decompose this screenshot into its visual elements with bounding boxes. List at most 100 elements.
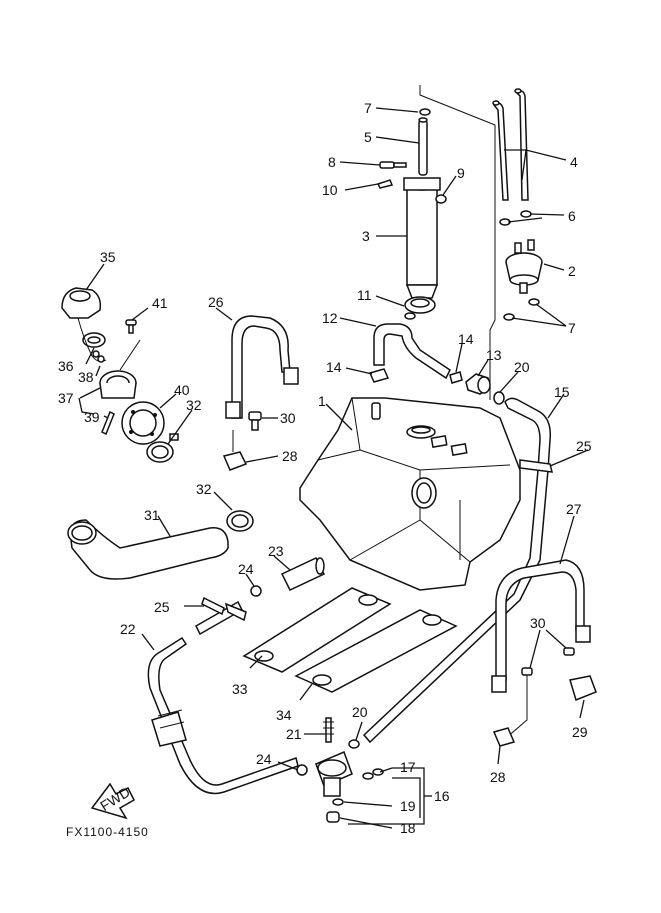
- part-36-gasket: [82, 332, 106, 348]
- callout-22: 22: [120, 621, 136, 637]
- callout-17: 17: [400, 759, 416, 775]
- part-20-clamp-upper: [493, 391, 505, 405]
- callout-39: 39: [84, 409, 100, 425]
- callout-37: 37: [58, 390, 74, 406]
- callout-21: 21: [286, 726, 302, 742]
- part-18-drain-plug: [326, 811, 340, 823]
- callout-7a: 7: [364, 100, 372, 116]
- callout-19: 19: [400, 798, 416, 814]
- part-23-fuel-filter: [280, 557, 326, 591]
- part-31-filler-hose: [67, 519, 229, 580]
- callout-35: 35: [100, 249, 116, 265]
- callout-28a: 28: [282, 448, 298, 464]
- part-5-pipe: [418, 117, 428, 176]
- callout-20a: 20: [514, 359, 530, 375]
- callout-labels: 7 5 8 10 9 3 11 12 14 13 14 20 4 6 2 7 1…: [58, 100, 592, 836]
- part-28-bracket-left: [222, 430, 248, 471]
- callout-9: 9: [457, 165, 465, 181]
- part-6-clips: [499, 210, 532, 226]
- callout-29: 29: [572, 724, 588, 740]
- part-25-band-upper: [519, 459, 553, 473]
- callout-13: 13: [486, 347, 502, 363]
- part-16-filter-assembly: [315, 750, 353, 797]
- part-10-clip: [376, 179, 394, 189]
- part-2-check-valve: [505, 239, 543, 294]
- part-19-o-ring: [332, 798, 344, 806]
- callout-36: 36: [58, 358, 74, 374]
- callout-30b: 30: [530, 615, 546, 631]
- callout-3: 3: [362, 228, 370, 244]
- callout-24b: 24: [256, 751, 272, 767]
- callout-16: 16: [434, 788, 450, 804]
- callout-8: 8: [328, 154, 336, 170]
- figure-code: FX1100-4150: [66, 825, 149, 839]
- callout-2: 2: [568, 263, 576, 279]
- callout-38: 38: [78, 369, 94, 385]
- part-38-tether: [77, 317, 107, 363]
- part-9-washer: [435, 194, 447, 204]
- part-27-strap: [491, 559, 591, 693]
- part-4-vent-pipes: [492, 88, 529, 201]
- part-25-hose-lower: [195, 596, 247, 636]
- part-29-bracket: [569, 675, 597, 702]
- callout-15: 15: [554, 384, 570, 400]
- callout-18: 18: [400, 820, 416, 836]
- leader-lines: [78, 107, 589, 829]
- callout-33: 33: [232, 681, 248, 697]
- callout-4: 4: [570, 154, 578, 170]
- callout-27: 27: [566, 501, 582, 517]
- callout-25a: 25: [576, 438, 592, 454]
- callout-28b: 28: [490, 769, 506, 785]
- callout-5: 5: [364, 129, 372, 145]
- fuel-pump-subassembly-frame: [419, 85, 496, 400]
- part-7-top-clip: [419, 108, 431, 116]
- callout-25b: 25: [154, 599, 170, 615]
- part-12-hose: [373, 323, 451, 380]
- part-30-bolt-left: [248, 411, 262, 431]
- callout-31: 31: [144, 507, 160, 523]
- part-11-grommet: [404, 296, 436, 320]
- callout-12: 12: [322, 310, 338, 326]
- part-33-pad: [242, 587, 392, 673]
- part-32-clamp-upper: [146, 433, 179, 463]
- part-35-filler-cap: [61, 287, 102, 319]
- part-7-lower-clips: [503, 298, 540, 321]
- fwd-arrow-icon: FWD: [90, 782, 135, 820]
- callout-32a: 32: [186, 397, 202, 413]
- part-21-fitting: [323, 717, 334, 743]
- part-8-screw: [379, 161, 407, 169]
- callout-26: 26: [208, 294, 224, 310]
- part-32-clamp-lower: [226, 510, 254, 532]
- part-28-bracket-right: [492, 727, 516, 747]
- part-41-screw: [119, 319, 141, 371]
- callout-20b: 20: [352, 704, 368, 720]
- callout-1: 1: [318, 393, 326, 409]
- part-1-fuel-tank: [299, 397, 521, 591]
- callout-14b: 14: [326, 359, 342, 375]
- part-37-filler-neck: [99, 370, 137, 399]
- part-14-fittings: [368, 368, 463, 384]
- part-24-clamp-lower: [296, 764, 308, 776]
- callout-34: 34: [276, 707, 292, 723]
- part-34-pad: [294, 609, 458, 693]
- part-26-strap: [225, 315, 299, 419]
- part-30-bolt-right: [505, 647, 575, 739]
- callout-30a: 30: [280, 410, 296, 426]
- part-20-clamp-lower: [348, 739, 360, 749]
- part-3-fuel-sender-tube: [403, 177, 441, 299]
- part-22-fuel-line: [147, 636, 299, 795]
- callout-40: 40: [174, 382, 190, 398]
- callout-23: 23: [268, 543, 284, 559]
- part-24-clamp-upper: [250, 585, 262, 597]
- callout-6: 6: [568, 208, 576, 224]
- part-13-fitting: [465, 373, 491, 395]
- callout-24a: 24: [238, 561, 254, 577]
- callout-32b: 32: [196, 481, 212, 497]
- callout-41: 41: [152, 295, 168, 311]
- callout-10: 10: [322, 182, 338, 198]
- part-39-pin: [101, 410, 115, 436]
- part-17-washers: [362, 768, 384, 780]
- callout-7b: 7: [568, 320, 576, 336]
- part-40-flange-plate: [121, 401, 165, 445]
